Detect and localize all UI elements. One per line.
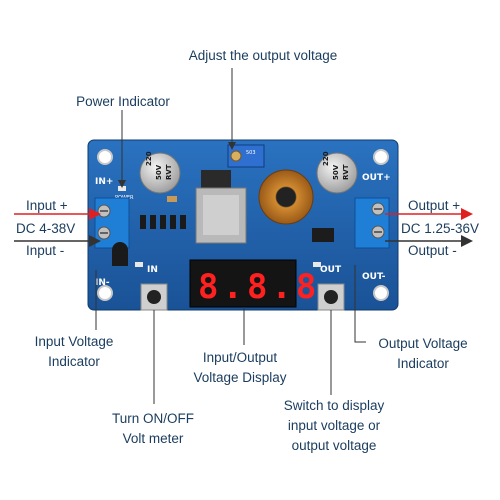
mount-hole-tr (373, 149, 389, 165)
pcb-board: IN+ IN- OUT+ OUT- POWER IN OUT 220 (87, 139, 399, 311)
regulator-chip (195, 170, 247, 244)
button-on-off[interactable] (140, 283, 168, 311)
silk-out: OUT (320, 265, 342, 275)
output-terminal (354, 197, 390, 249)
power-led (118, 186, 126, 191)
capacitor-left: 220 50V RVT (139, 151, 181, 194)
label-voltage-display-1: Input/Output (203, 350, 278, 365)
transistor (112, 242, 128, 266)
label-input-minus: Input - (26, 243, 64, 258)
label-input-voltage-indicator-2: Indicator (48, 354, 100, 369)
io-arrows (14, 208, 473, 247)
label-output-plus: Output + (408, 198, 460, 213)
potentiometer[interactable]: 503 (227, 144, 265, 168)
silk-in-minus: IN- (95, 278, 110, 288)
led-display: 8.8.8 (189, 259, 320, 308)
label-power-indicator: Power Indicator (76, 94, 170, 109)
label-input-voltage-indicator-1: Input Voltage (35, 334, 114, 349)
inductor-coil (258, 169, 314, 225)
label-output-range: DC 1.25-36V (401, 221, 479, 236)
label-switch-display-2: input voltage or (288, 418, 381, 433)
mount-hole-tl (97, 149, 113, 165)
svg-text:50V: 50V (155, 164, 163, 180)
label-turn-on-off-2: Volt meter (123, 431, 184, 446)
input-terminal (94, 197, 130, 249)
silk-out-minus: OUT- (362, 272, 386, 282)
svg-text:50V: 50V (332, 164, 340, 180)
label-switch-display-3: output voltage (292, 438, 377, 453)
silk-in-plus: IN+ (95, 177, 113, 187)
label-output-voltage-indicator-2: Indicator (397, 356, 449, 371)
button-switch-display[interactable] (317, 283, 345, 311)
silk-out-plus: OUT+ (362, 173, 391, 183)
label-switch-display-1: Switch to display (284, 398, 385, 413)
svg-text:RVT: RVT (342, 164, 350, 180)
diode (312, 228, 334, 242)
svg-text:RVT: RVT (165, 164, 173, 180)
callout-lines (95, 68, 366, 404)
input-led (135, 262, 143, 267)
display-digits: 8.8.8 (198, 267, 320, 307)
label-adjust-output: Adjust the output voltage (189, 48, 338, 63)
capacitor-right: 220 50V RVT (316, 151, 358, 194)
mount-hole-br (373, 285, 389, 301)
label-turn-on-off-1: Turn ON/OFF (112, 411, 194, 426)
silk-in: IN (147, 265, 158, 275)
svg-text:220: 220 (322, 151, 330, 166)
svg-text:503: 503 (246, 150, 256, 156)
label-input-plus: Input + (26, 198, 68, 213)
label-output-voltage-indicator-1: Output Voltage (378, 336, 467, 351)
output-led (313, 262, 321, 267)
smd-components (140, 196, 186, 229)
label-voltage-display-2: Voltage Display (193, 370, 286, 385)
label-output-minus: Output - (408, 243, 457, 258)
svg-text:220: 220 (145, 151, 153, 166)
label-input-range: DC 4-38V (16, 221, 75, 236)
mount-hole-bl (97, 285, 113, 301)
